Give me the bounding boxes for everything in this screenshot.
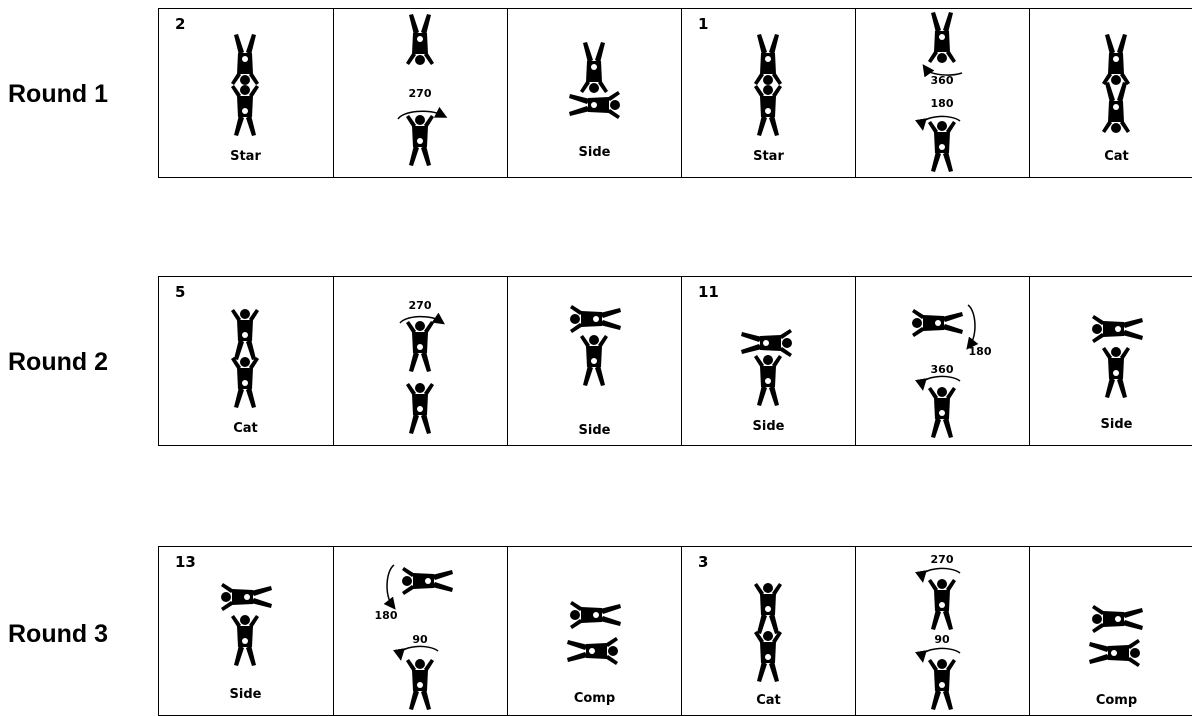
formation-cell: 5 Cat bbox=[159, 277, 332, 445]
rotation-label: 270 bbox=[409, 299, 432, 312]
rotation-label: 180 bbox=[375, 609, 398, 622]
formation-cell: Side bbox=[1029, 277, 1192, 445]
transition-cell: 270 bbox=[333, 277, 507, 445]
formation-caption: Side bbox=[1030, 417, 1192, 432]
rotation-label: 90 bbox=[412, 633, 428, 646]
transition-cell: 360 180 bbox=[855, 9, 1029, 177]
rotation-label: 270 bbox=[409, 87, 432, 100]
formation-caption: Comp bbox=[1030, 693, 1192, 708]
round-1-label: Round 1 bbox=[8, 80, 108, 109]
rotation-label: 180 bbox=[931, 97, 954, 110]
rotation-label: 360 bbox=[931, 363, 954, 376]
formation-caption: Cat bbox=[159, 421, 332, 436]
transition-figures: 180 90 bbox=[334, 547, 507, 715]
transition-figures: 180 360 bbox=[856, 277, 1029, 445]
formation-caption: Cat bbox=[1030, 149, 1192, 164]
transition-cell: 270 bbox=[333, 9, 507, 177]
jumper-figures bbox=[159, 277, 332, 445]
transition-figures: 360 180 bbox=[856, 9, 1029, 177]
formation-cell: Side bbox=[507, 277, 681, 445]
jumper-figures bbox=[508, 277, 681, 445]
formation-caption: Comp bbox=[508, 691, 681, 706]
formation-cell: Side bbox=[507, 9, 681, 177]
formation-cell: Cat bbox=[1029, 9, 1192, 177]
formation-caption: Cat bbox=[682, 693, 855, 708]
formation-cell: 13 Side bbox=[159, 547, 332, 715]
formation-cell: 1 Star bbox=[681, 9, 855, 177]
rotation-label: 270 bbox=[931, 553, 954, 566]
transition-figures: 270 90 bbox=[856, 547, 1029, 715]
round-3-label: Round 3 bbox=[8, 620, 108, 649]
transition-cell: 180 360 bbox=[855, 277, 1029, 445]
rotation-label: 90 bbox=[934, 633, 950, 646]
transition-cell: 180 90 bbox=[333, 547, 507, 715]
formation-caption: Side bbox=[682, 419, 855, 434]
formation-cell: Comp bbox=[1029, 547, 1192, 715]
jumper-figures bbox=[508, 547, 681, 715]
formation-caption: Star bbox=[682, 149, 855, 164]
formation-caption: Star bbox=[159, 149, 332, 164]
jumper-figures bbox=[1030, 547, 1192, 715]
transition-figures: 270 bbox=[334, 9, 507, 177]
formation-cell: 2 Star bbox=[159, 9, 332, 177]
rotation-label: 180 bbox=[969, 345, 992, 358]
round-3-strip: 13 Side 180 90 Comp 3 Cat 2 bbox=[158, 546, 1192, 716]
formation-cell: 3 Cat bbox=[681, 547, 855, 715]
transition-cell: 270 90 bbox=[855, 547, 1029, 715]
rotation-label: 360 bbox=[931, 74, 954, 87]
round-2-label: Round 2 bbox=[8, 348, 108, 377]
jumper-figures bbox=[682, 547, 855, 715]
formation-caption: Side bbox=[508, 145, 681, 160]
round-1-strip: 2 Star 270 Side 1 Star 360 bbox=[158, 8, 1192, 178]
round-2-strip: 5 Cat 270 Side 11 Side 180 bbox=[158, 276, 1192, 446]
formation-cell: Comp bbox=[507, 547, 681, 715]
formation-cell: 11 Side bbox=[681, 277, 855, 445]
formation-caption: Side bbox=[159, 687, 332, 702]
transition-figures: 270 bbox=[334, 277, 507, 445]
formation-caption: Side bbox=[508, 423, 681, 438]
